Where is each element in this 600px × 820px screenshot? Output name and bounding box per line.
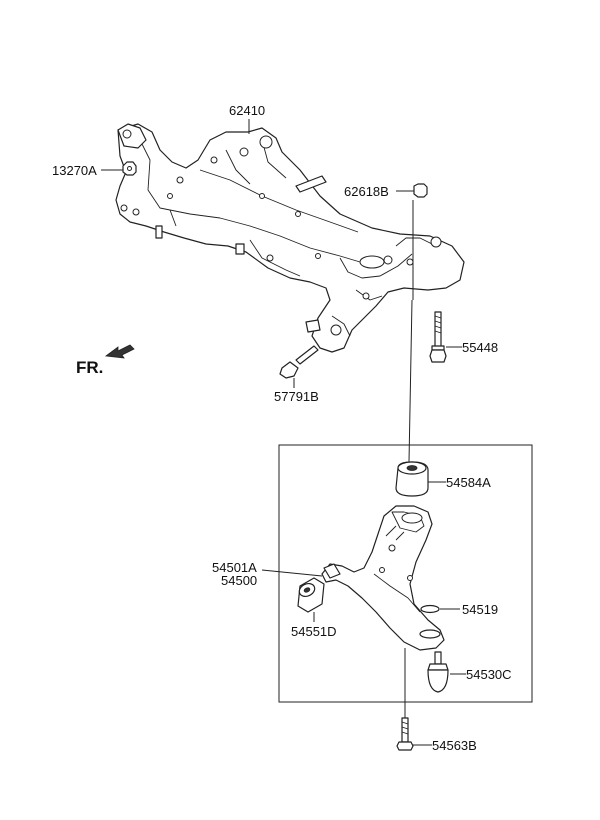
bolt-57791b-drawing: [279, 345, 319, 388]
bushing-54551d-drawing: [297, 577, 325, 622]
bolt-55448-drawing: [429, 311, 462, 363]
label-54530c: 54530C: [466, 667, 512, 682]
label-62410: 62410: [229, 103, 265, 118]
label-57791b: 57791B: [274, 389, 319, 404]
label-54501a: 54501A: [212, 560, 257, 575]
assembly-box: [278, 444, 533, 703]
subframe-drawing: [115, 123, 465, 353]
label-54519: 54519: [462, 602, 498, 617]
label-54563b: 54563B: [432, 738, 477, 753]
label-54500: 54500: [221, 573, 257, 588]
bushing-54584a-drawing: [395, 461, 446, 497]
label-54551d: 54551D: [291, 624, 337, 639]
alignment-lines: [404, 200, 414, 718]
ball-joint-54530c-drawing: [427, 651, 466, 693]
label-fr: FR.: [76, 358, 103, 377]
clip-54519-drawing: [420, 604, 460, 614]
nut-13270a-drawing: [101, 161, 137, 176]
label-54584a: 54584A: [446, 475, 491, 490]
label-55448: 55448: [462, 340, 498, 355]
label-13270a: 13270A: [52, 163, 97, 178]
bolt-62618b-drawing: [396, 183, 428, 198]
control-arm-drawing: [261, 505, 445, 651]
arrow-icon: [104, 344, 135, 359]
bolt-54563b-drawing: [396, 717, 432, 751]
label-62618b: 62618B: [344, 184, 389, 199]
